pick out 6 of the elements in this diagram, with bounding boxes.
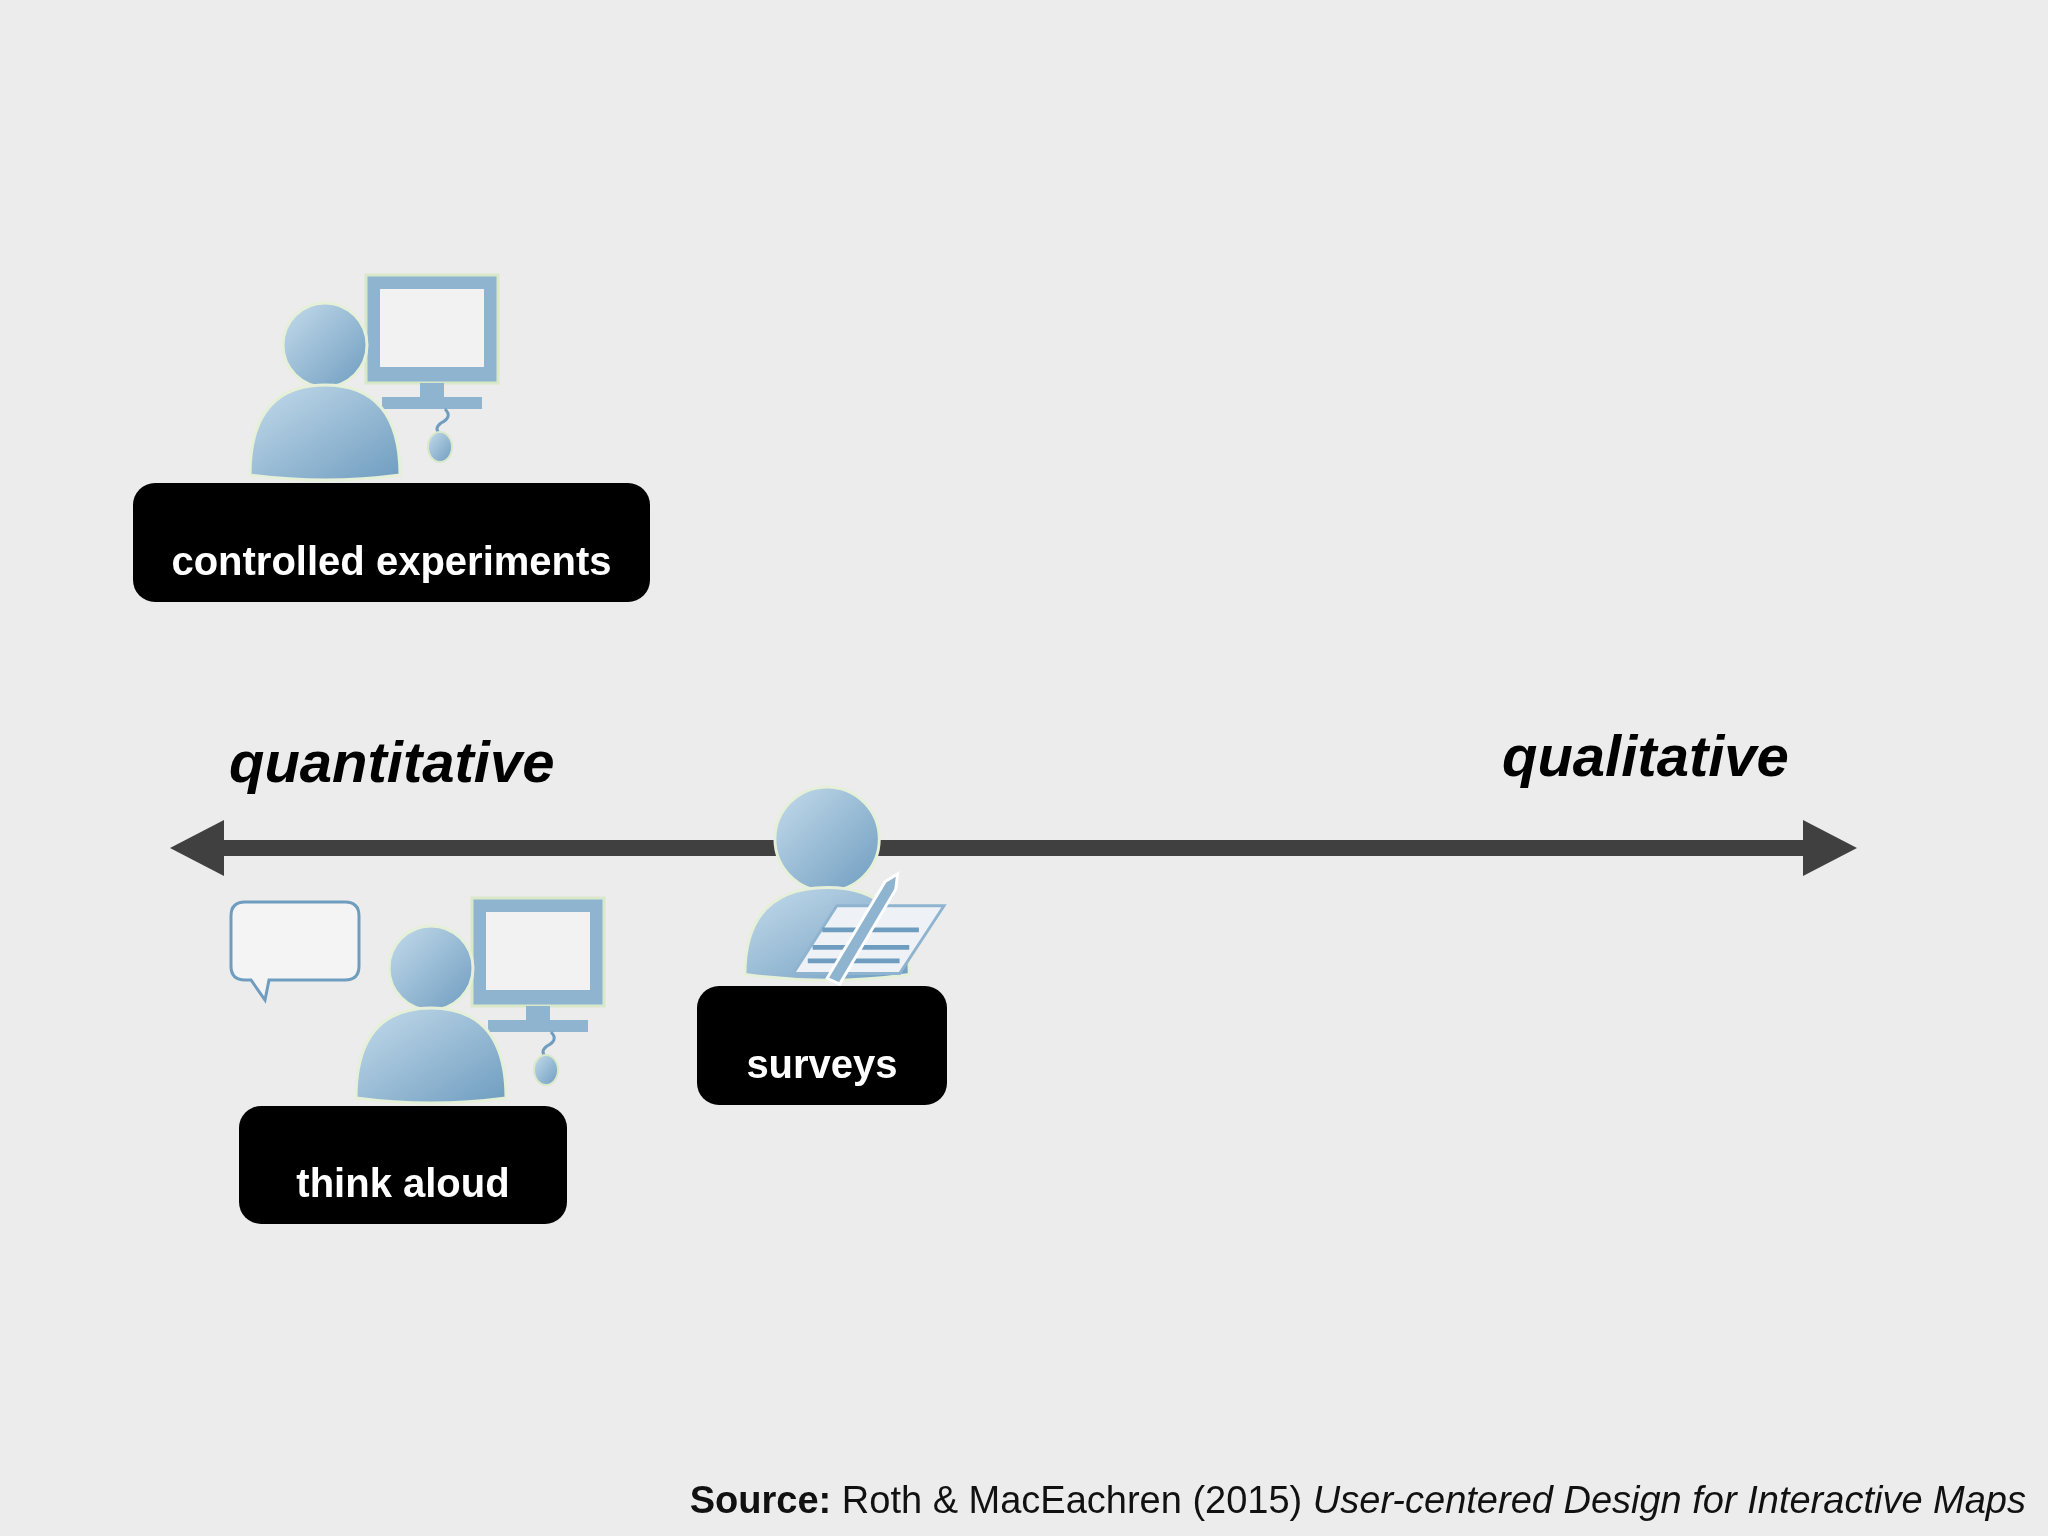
source-caption: Source: Roth & MacEachren (2015) User-centered Design for Interactive Maps	[689, 1479, 2026, 1522]
axis-end-label: qualitative	[1502, 722, 1789, 789]
method-label-box: surveys	[697, 986, 947, 1105]
axis-end-label: quantitative	[229, 728, 555, 795]
method-label-box: think aloud	[239, 1106, 567, 1224]
method-label-box: controlled experiments	[133, 483, 650, 602]
